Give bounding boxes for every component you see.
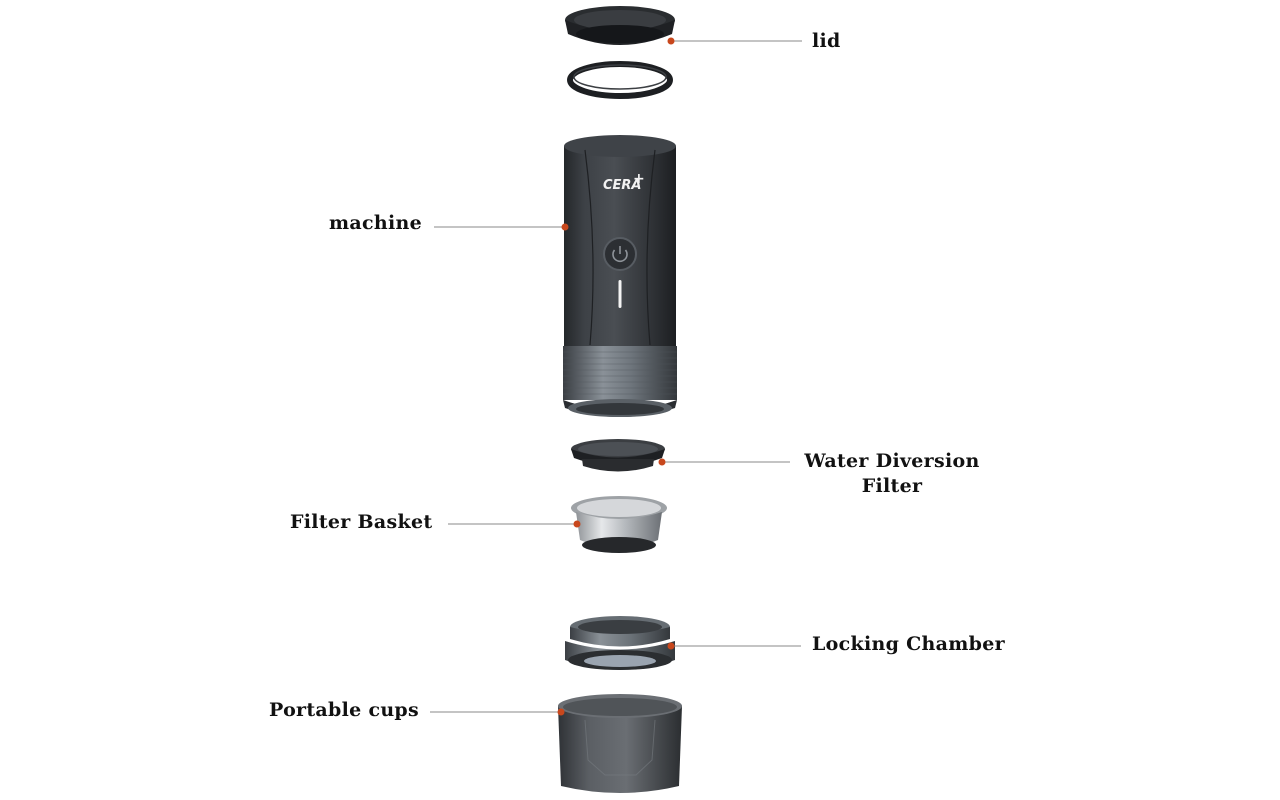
brand-logo-plus: + <box>633 171 645 187</box>
lid-icon <box>565 6 675 45</box>
indicator-light <box>618 280 622 308</box>
label-water-diversion-line1: Water Diversion <box>804 450 980 472</box>
label-locking-chamber: Locking Chamber <box>812 633 1005 655</box>
marker-dot-water-filter <box>658 458 666 466</box>
marker-dot-portable-cups <box>557 708 565 716</box>
marker-dot-machine <box>561 223 569 231</box>
brand-logo-text: CERA <box>603 178 642 193</box>
seal-ring-icon <box>567 61 673 99</box>
label-water-diversion-line2: Filter <box>861 475 923 497</box>
power-button-icon <box>603 237 637 271</box>
label-filter-basket: Filter Basket <box>290 511 433 533</box>
marker-dot-filter-basket <box>573 520 581 528</box>
water-filter-icon <box>571 439 665 472</box>
label-lid: lid <box>812 30 841 52</box>
cup-icon <box>558 694 682 793</box>
marker-dots <box>557 37 675 716</box>
label-machine: machine <box>329 212 423 234</box>
marker-dot-locking-chamber <box>667 642 675 650</box>
filter-basket-icon <box>571 496 667 553</box>
machine-body-icon <box>563 135 677 417</box>
leader-lines <box>430 40 802 713</box>
label-water-diversion-filter: Water Diversion Filter <box>800 449 984 499</box>
marker-dot-lid <box>667 37 675 45</box>
brand-logo: CERA + <box>603 171 645 193</box>
locking-chamber-icon <box>565 616 675 670</box>
label-portable-cups: Portable cups <box>269 699 420 721</box>
